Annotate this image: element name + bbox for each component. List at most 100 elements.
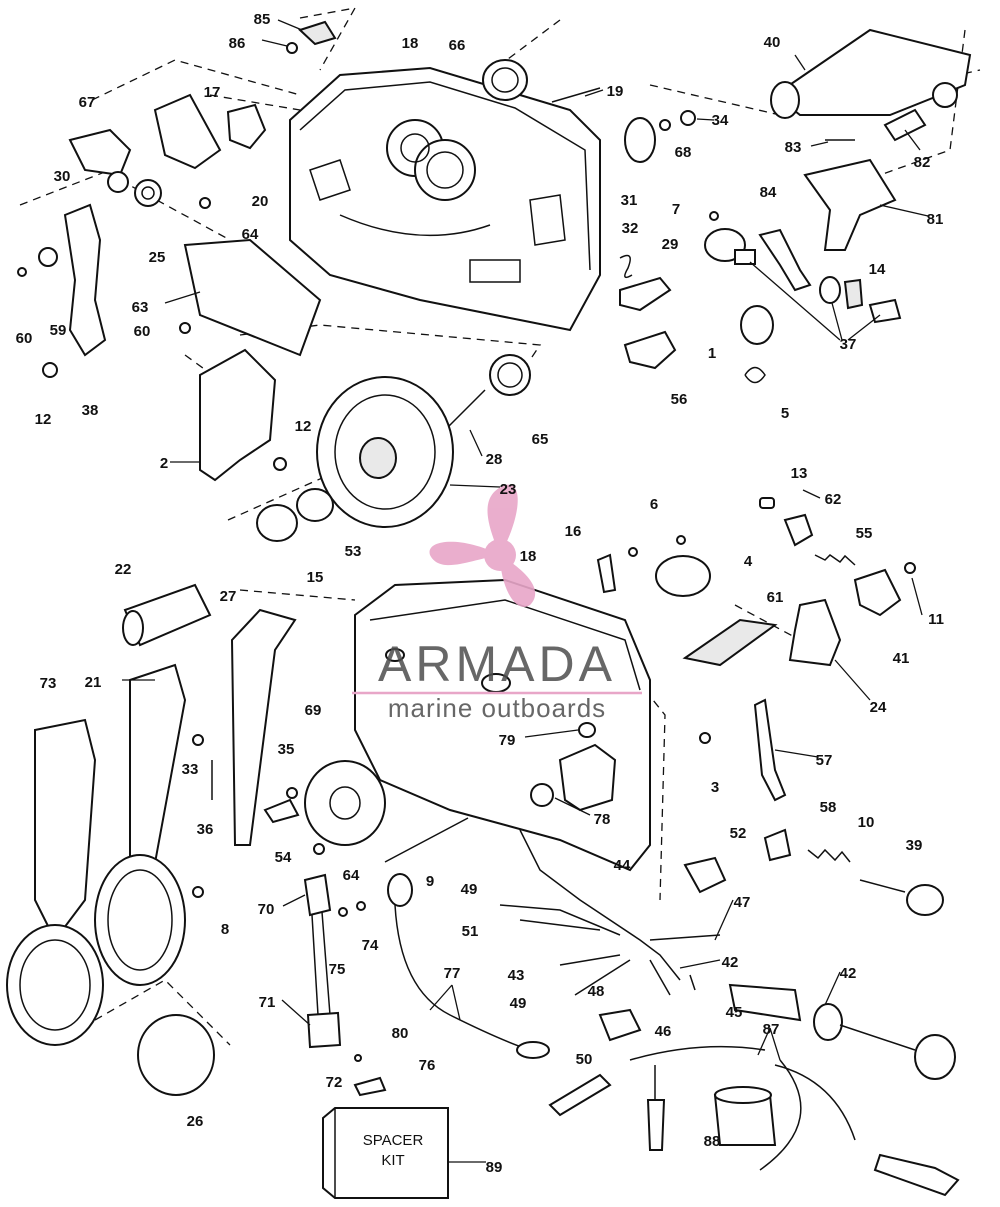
callout-44: 44 <box>614 857 631 874</box>
callout-82: 82 <box>914 154 931 171</box>
part-35-screw <box>286 787 298 799</box>
callout-84: 84 <box>760 184 777 201</box>
callout-58: 58 <box>820 799 837 816</box>
part-30-bushing <box>107 171 129 193</box>
callout-68: 68 <box>675 144 692 161</box>
callout-80: 80 <box>392 1025 409 1042</box>
part-40-handle <box>770 28 972 119</box>
part-86-screw <box>261 39 298 54</box>
part-1-sleeve <box>740 305 774 345</box>
part-57-arm <box>753 698 787 802</box>
part-22-sleeve <box>122 583 212 647</box>
watermark: ARMADA marine outboards <box>352 484 642 723</box>
spacer-kit-label-line2: KIT <box>381 1152 404 1169</box>
callout-21: 21 <box>85 674 102 691</box>
part-19-screw <box>551 87 601 103</box>
callout-13: 13 <box>791 465 808 482</box>
part-7-screw <box>709 211 719 221</box>
callout-19: 19 <box>607 83 624 100</box>
part-62-lock <box>783 513 814 547</box>
part-64-screw-b <box>313 843 325 855</box>
callout-35: 35 <box>278 741 295 758</box>
part-12-knob <box>42 362 58 378</box>
part-38-arm <box>63 203 107 357</box>
part-34-nut <box>680 110 696 126</box>
part-79-bushing <box>578 722 596 738</box>
callout-67: 67 <box>79 94 96 111</box>
callout-75: 75 <box>329 961 346 978</box>
callout-26: 26 <box>187 1113 204 1130</box>
watermark-title: ARMADA <box>378 636 616 692</box>
callout-39: 39 <box>906 837 923 854</box>
callout-87: 87 <box>763 1021 780 1038</box>
callout-17: 17 <box>204 84 221 101</box>
callout-72: 72 <box>326 1074 343 1091</box>
callout-73: 73 <box>40 675 57 692</box>
upper-housing-18 <box>289 66 601 332</box>
callout-29: 29 <box>662 236 679 253</box>
wire-harness <box>499 829 721 996</box>
part-15-grommet <box>256 504 298 542</box>
part-52-switch <box>683 856 727 894</box>
part-68-washer <box>659 119 671 131</box>
callout-89: 89 <box>486 1159 503 1176</box>
callout-49: 49 <box>510 995 527 1012</box>
spacer-kit-label-line1: SPACER <box>363 1132 424 1149</box>
part-29-detent <box>619 276 672 312</box>
part-27-slide <box>230 608 297 846</box>
part-82-pin <box>883 108 927 142</box>
callout-49: 49 <box>461 881 478 898</box>
callout-86: 86 <box>229 35 246 52</box>
callout-36: 36 <box>197 821 214 838</box>
callout-6: 6 <box>650 496 658 513</box>
callout-2: 2 <box>160 455 168 472</box>
callout-34: 34 <box>712 112 729 129</box>
part-23-gear-housing <box>316 376 454 528</box>
part-2-bracket <box>199 348 277 482</box>
part-77-cable <box>387 873 550 1059</box>
part-63-decal-plate <box>183 238 322 357</box>
callout-14: 14 <box>869 261 886 278</box>
callout-40: 40 <box>764 34 781 51</box>
callout-55: 55 <box>856 525 873 542</box>
part-31-disc <box>624 117 656 163</box>
callout-62: 62 <box>825 491 842 508</box>
callout-33: 33 <box>182 761 199 778</box>
part-41-lock-body <box>853 568 902 617</box>
part-60-screw <box>17 267 27 277</box>
watermark-subtitle: marine outboards <box>388 693 606 723</box>
callout-25: 25 <box>149 249 166 266</box>
part-75-washer <box>338 907 348 917</box>
callout-60: 60 <box>134 323 151 340</box>
callout-64: 64 <box>242 226 259 243</box>
callout-77: 77 <box>444 965 461 982</box>
callout-65: 65 <box>532 431 549 448</box>
callout-37: 37 <box>840 336 857 353</box>
callout-76: 76 <box>419 1057 436 1074</box>
propeller-logo <box>429 484 536 607</box>
callout-88: 88 <box>704 1133 721 1150</box>
part-69-index-plate <box>304 760 386 846</box>
part-78-knob <box>530 743 617 812</box>
part-54-clip <box>263 798 300 824</box>
part-9-bolt <box>384 817 469 863</box>
callout-85: 85 <box>254 11 271 28</box>
part-39-plunger <box>859 879 944 916</box>
callout-41: 41 <box>893 650 910 667</box>
callout-18: 18 <box>402 35 419 52</box>
callout-27: 27 <box>220 588 237 605</box>
part-14-cap <box>843 278 864 310</box>
callout-46: 46 <box>655 1023 672 1040</box>
part-50-connector <box>598 1008 642 1042</box>
callout-28: 28 <box>486 451 503 468</box>
part-60-screw-b <box>179 322 191 334</box>
callout-31: 31 <box>621 192 638 209</box>
callout-9: 9 <box>426 873 434 890</box>
callout-3: 3 <box>711 779 719 796</box>
part-6-screw-b <box>676 535 686 545</box>
callout-60: 60 <box>16 330 33 347</box>
part-64-screw <box>199 197 211 209</box>
part-67-lever <box>68 128 132 177</box>
part-32-spring <box>619 254 633 279</box>
